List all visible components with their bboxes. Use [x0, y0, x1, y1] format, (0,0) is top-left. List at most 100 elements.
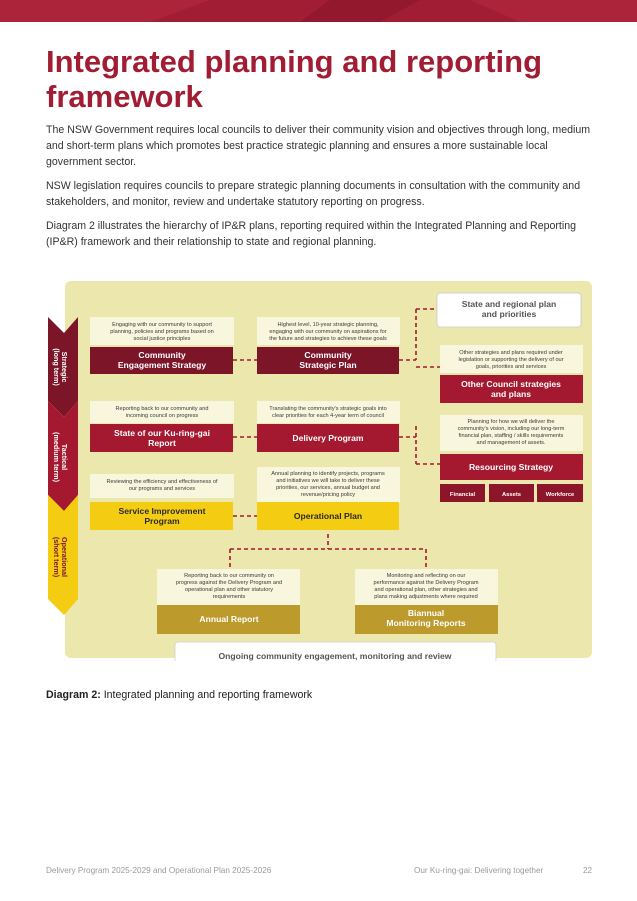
service-improvement-box — [90, 502, 233, 530]
other-strategies-note: Other strategies and plans required unde… — [458, 350, 563, 370]
delivery-program-box — [257, 424, 399, 452]
intro-paragraph-2: NSW legislation requires councils to pre… — [46, 180, 581, 208]
improvement-note: Reviewing the efficiency and effectivene… — [106, 479, 218, 492]
csp-note: Highest level, 10-year strategic plannin… — [269, 322, 387, 342]
workforce-label: Workforce — [546, 492, 575, 498]
state-report-note-box — [90, 401, 234, 423]
operational-plan-box — [257, 502, 399, 530]
biannual-reports-label-line: Biannual — [408, 608, 444, 618]
resourcing-note-line: Planning for how we will deliver the — [467, 419, 554, 425]
ongoing-engagement-label-line: Ongoing community engagement, monitoring… — [218, 651, 451, 661]
financial-label: Financial — [450, 492, 476, 498]
state-report-note-line: Reporting back to our community and — [116, 406, 209, 412]
delivery-program-label-line: Delivery Program — [292, 433, 364, 443]
annual-report-label: Annual Report — [199, 614, 258, 624]
other-strategies-label-line: and plans — [491, 389, 531, 399]
operational-note: Annual planning to identify projects, pr… — [271, 471, 385, 498]
operational-note-line: Annual planning to identify projects, pr… — [271, 471, 385, 477]
operational-plan-label-line: Operational Plan — [294, 511, 362, 521]
workforce-label-line: Workforce — [546, 492, 575, 498]
resourcing-strategy-label-line: Resourcing Strategy — [469, 462, 553, 472]
ongoing-engagement-label: Ongoing community engagement, monitoring… — [218, 651, 451, 661]
csp-note-line: the future and strategies to achieve the… — [269, 336, 387, 342]
operational-note-box — [257, 467, 400, 503]
connector-lines — [229, 308, 440, 567]
assets-box — [489, 484, 534, 502]
annual-note-line: progress against the Delivery Program an… — [176, 580, 282, 586]
annual-report-label-line: Annual Report — [199, 614, 258, 624]
annual-note-line: requirements — [213, 594, 246, 600]
operational-label-line: Operational — [60, 537, 69, 577]
operational-note-line: revenue/pricing policy — [301, 492, 355, 498]
ipr-diagram-svg: Strategic(long term) Tactical(medium ter… — [48, 281, 592, 671]
annual-note-line: Reporting back to our community on — [184, 573, 274, 579]
delivery-note: Translating the community's strategic go… — [269, 406, 386, 419]
state-report-label-line: Report — [148, 438, 176, 448]
community-strategic-plan-label-line: Community — [304, 350, 351, 360]
operational-plan-label: Operational Plan — [294, 511, 362, 521]
service-improvement-label-line: Program — [144, 516, 180, 526]
biannual-note-line: performance against the Delivery Program — [373, 580, 478, 586]
improvement-note-line: Reviewing the efficiency and effectivene… — [106, 479, 218, 485]
csp-note-line: Highest level, 10-year strategic plannin… — [277, 322, 378, 328]
biannual-reports-box — [355, 605, 498, 634]
strategic-band — [48, 317, 78, 417]
diagram-caption: Diagram 2: Integrated planning and repor… — [46, 689, 312, 701]
other-strategies-label-line: Other Council strategies — [461, 379, 561, 389]
biannual-note-line: Monitoring and reflecting on our — [387, 573, 466, 579]
header-decorative-band — [0, 0, 637, 22]
annual-report-box — [157, 605, 300, 634]
tactical-band — [48, 401, 78, 511]
biannual-note-line: plans making adjustments where required — [374, 594, 478, 600]
community-strategic-plan-box — [257, 347, 399, 374]
tactical-label: Tactical(medium term) — [52, 432, 69, 483]
delivery-note-box — [257, 401, 400, 423]
strategic-label-line: Strategic — [60, 352, 69, 383]
tactical-label-line: Tactical — [60, 444, 69, 470]
footer-document-title: Delivery Program 2025-2029 and Operation… — [46, 866, 272, 875]
other-strategies-note-box — [440, 345, 583, 373]
intro-paragraph-1: The NSW Government requires local counci… — [46, 124, 591, 168]
assets-label: Assets — [502, 492, 521, 498]
financial-label-line: Financial — [450, 492, 476, 498]
engagement-note-line: social justice principles — [134, 336, 191, 342]
engagement-note-box — [90, 317, 234, 345]
engagement-strategy-label-line: Community — [138, 350, 185, 360]
ipr-framework-diagram: Strategic(long term) Tactical(medium ter… — [48, 281, 593, 671]
intro-paragraph-3: Diagram 2 illustrates the hierarchy of I… — [46, 220, 576, 248]
assets-label-line: Assets — [502, 492, 521, 498]
state-regional-plan-label-line: State and regional plan — [462, 299, 557, 309]
state-regional-plan-box — [436, 292, 582, 328]
service-improvement-label-line: Service Improvement — [119, 506, 206, 516]
improvement-note-line: our programs and services — [129, 486, 195, 492]
engagement-strategy-box — [90, 347, 233, 374]
page-number: 22 — [583, 866, 593, 875]
financial-box — [440, 484, 485, 502]
footer-section-title: Our Ku-ring-gai: Delivering together — [414, 866, 544, 875]
biannual-note-box — [355, 569, 498, 605]
state-report-note-line: incoming council on progress — [126, 413, 199, 419]
resourcing-note-line: and management of assets. — [476, 440, 545, 446]
delivery-note-line: clear priorities for each 4-year term of… — [272, 413, 384, 419]
caption-text: Integrated planning and reporting framew… — [100, 689, 313, 701]
resourcing-note-box — [440, 415, 583, 451]
engagement-note-line: planning, policies and programs based on — [110, 329, 214, 335]
other-strategies-box — [440, 375, 583, 403]
resourcing-strategy-label: Resourcing Strategy — [469, 462, 553, 472]
annual-note-line: operational plan and other statutory — [185, 587, 273, 593]
state-of-kuringgai-report-box — [90, 424, 233, 452]
resourcing-note-line: community's vision, including our long-t… — [458, 426, 565, 432]
state-regional-plan-label-line: and priorities — [482, 309, 537, 319]
resourcing-strategy-box — [440, 454, 583, 480]
csp-note-box — [257, 317, 400, 345]
workforce-box — [537, 484, 583, 502]
tactical-label-line: (medium term) — [52, 432, 61, 483]
